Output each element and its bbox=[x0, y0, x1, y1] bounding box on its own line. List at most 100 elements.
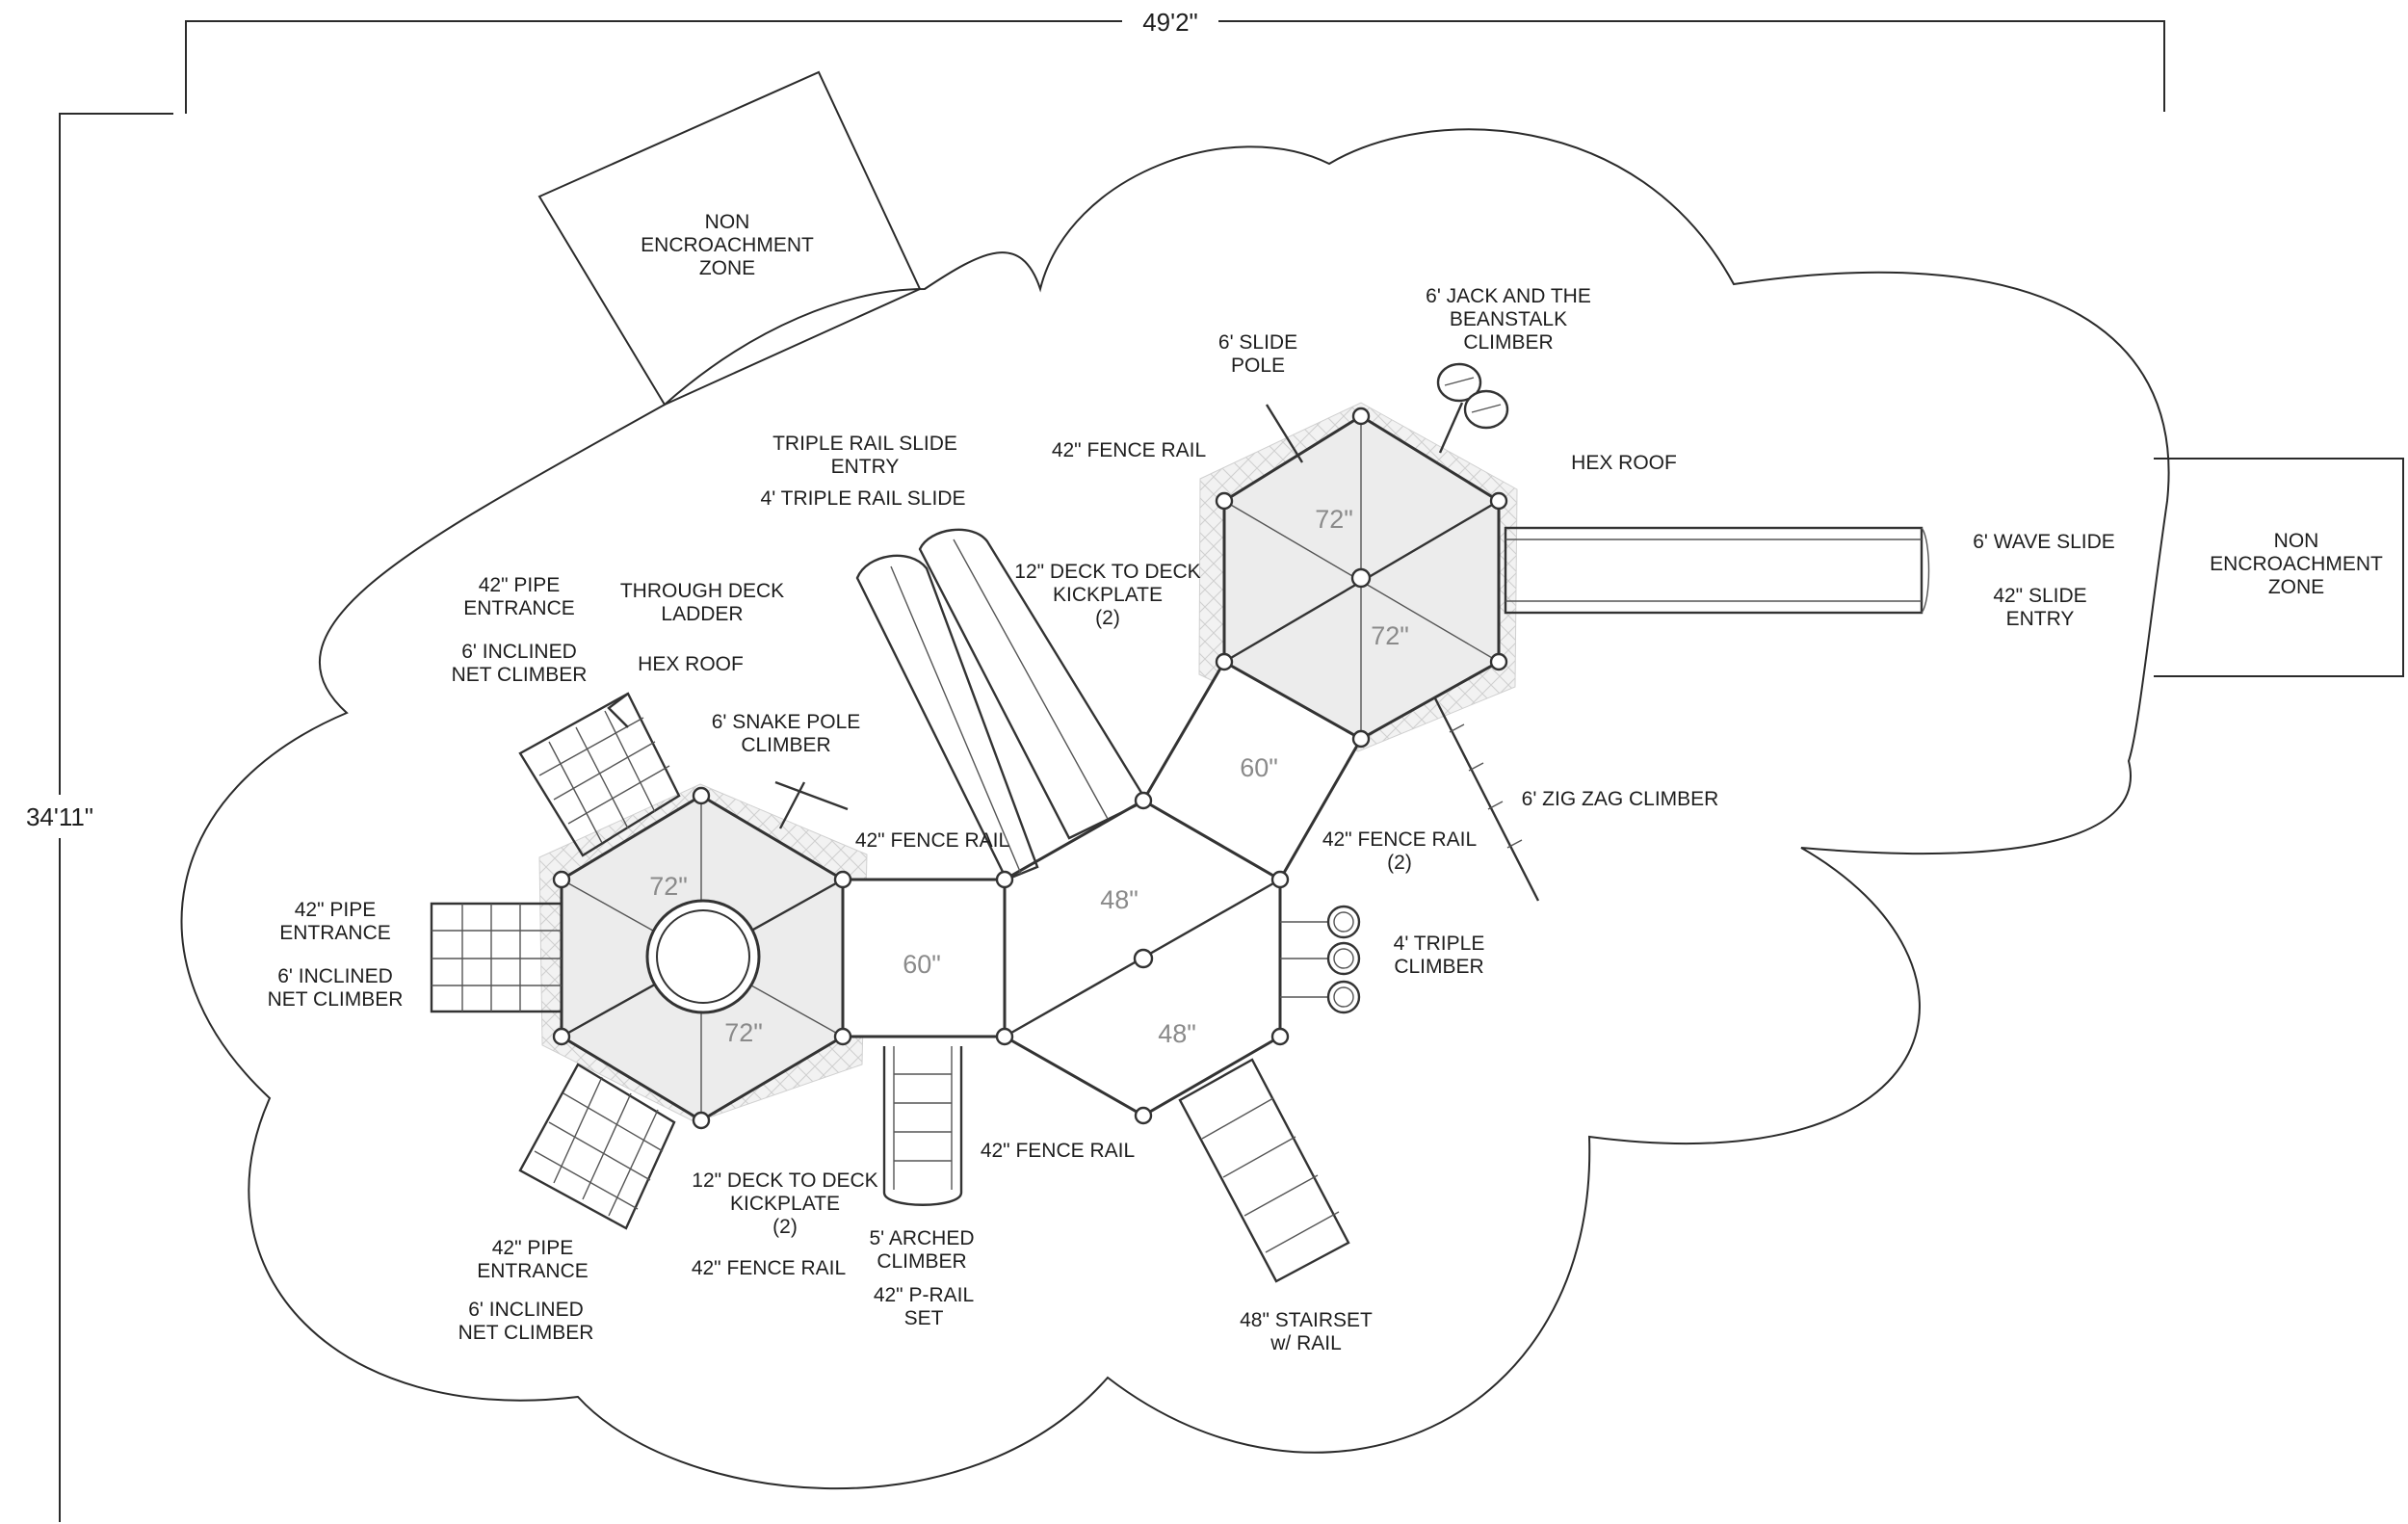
arched-climber-line-1: 5' ARCHED bbox=[869, 1227, 974, 1249]
deck-height-left-lower: 72" bbox=[724, 1018, 763, 1047]
deck-height-left-upper: 72" bbox=[649, 872, 688, 901]
slide-pole bbox=[1265, 404, 1304, 463]
label-beanstalk-climber: 6' JACK AND THE BEANSTALK CLIMBER bbox=[1426, 285, 1591, 354]
p-rail-set-line-1: 42" P-RAIL bbox=[874, 1284, 974, 1306]
pipe-entrance-2-line-2: ENTRANCE bbox=[279, 922, 391, 944]
beanstalk-climber-line-1: 6' JACK AND THE bbox=[1426, 285, 1591, 307]
label-kickplate-bottom: 12" DECK TO DECK KICKPLATE (2) bbox=[692, 1169, 877, 1238]
net-climber-1-line-2: NET CLIMBER bbox=[452, 664, 588, 686]
net-climber-upper-left bbox=[518, 692, 681, 857]
kickplate-bottom-line-2: KICKPLATE bbox=[730, 1193, 840, 1215]
slide-pole-line-1: 6' SLIDE bbox=[1218, 331, 1297, 354]
beanstalk-climber-line-2: BEANSTALK bbox=[1450, 308, 1567, 330]
label-kickplate-top: 12" DECK TO DECK KICKPLATE (2) bbox=[1014, 561, 1200, 629]
label-fence-rail-top: 42" FENCE RAIL bbox=[1052, 439, 1206, 461]
net-climber-3-line-1: 6' INCLINED bbox=[468, 1299, 584, 1321]
stairset-line-1: 48" STAIRSET bbox=[1240, 1309, 1373, 1331]
label-fence-rail-bottom: 42" FENCE RAIL bbox=[981, 1140, 1135, 1162]
fence-rail-mid-right-line-2: (2) bbox=[1387, 852, 1412, 874]
nez-right-line-3: ZONE bbox=[2268, 576, 2324, 598]
triple-rail-slide bbox=[855, 528, 1148, 881]
kickplate-top-line-1: 12" DECK TO DECK bbox=[1014, 561, 1200, 583]
nez-top-line-2: ENCROACHMENT bbox=[641, 234, 814, 256]
deck-height-right-lower: 72" bbox=[1371, 621, 1409, 650]
depth-dimension-label: 34'11" bbox=[26, 802, 93, 831]
deck-height-center-lower: 48" bbox=[1158, 1019, 1196, 1048]
left-hex-deck: 72" 72" bbox=[560, 794, 845, 1122]
through-deck-ladder-hole bbox=[645, 899, 761, 1014]
deck-height-right-upper: 72" bbox=[1315, 505, 1353, 534]
p-rail-set-line-2: SET bbox=[904, 1307, 944, 1329]
nez-right-line-2: ENCROACHMENT bbox=[2210, 553, 2383, 575]
label-slide-pole: 6' SLIDE POLE bbox=[1218, 331, 1297, 377]
connector-deck-left: 60" bbox=[841, 878, 1007, 1038]
pipe-entrance-2-line-1: 42" PIPE bbox=[295, 899, 377, 921]
use-zone-outline bbox=[180, 128, 2170, 1490]
pipe-entrance-3-line-1: 42" PIPE bbox=[492, 1237, 574, 1259]
pipe-entrance-1-line-1: 42" PIPE bbox=[479, 574, 561, 596]
label-fence-rail-mid-right: 42" FENCE RAIL (2) bbox=[1322, 828, 1477, 874]
snake-pole-climber-line-1: 6' SNAKE POLE bbox=[712, 711, 861, 733]
triple-rail-slide-entry-line-2: ENTRY bbox=[831, 456, 900, 478]
through-deck-ladder-line-2: LADDER bbox=[661, 603, 743, 625]
beanstalk-climber bbox=[1436, 362, 1509, 454]
triple-climber-line-2: CLIMBER bbox=[1394, 956, 1483, 978]
label-pipe-entrance-2: 42" PIPE ENTRANCE bbox=[279, 899, 391, 944]
non-encroachment-zone-top: NON ENCROACHMENT ZONE bbox=[537, 70, 922, 407]
slide-entry-line-2: ENTRY bbox=[2006, 608, 2075, 630]
kickplate-bottom-line-1: 12" DECK TO DECK bbox=[692, 1169, 877, 1192]
arched-climber bbox=[882, 1046, 963, 1206]
net-climber-lower-left bbox=[518, 1063, 676, 1230]
nez-top-line-3: ZONE bbox=[699, 257, 755, 279]
nez-right-line-1: NON bbox=[2274, 530, 2319, 552]
net-climber-2-line-2: NET CLIMBER bbox=[268, 988, 404, 1011]
width-dimension-label: 49'2" bbox=[1142, 8, 1198, 37]
arched-climber-line-2: CLIMBER bbox=[877, 1250, 966, 1273]
label-stairset: 48" STAIRSET w/ RAIL bbox=[1240, 1309, 1373, 1354]
net-climber-2-line-1: 6' INCLINED bbox=[277, 965, 393, 987]
deck-posts bbox=[552, 407, 1508, 1130]
label-triple-rail-slide-entry: TRIPLE RAIL SLIDE ENTRY bbox=[772, 433, 957, 478]
fence-rail-mid-right-line-1: 42" FENCE RAIL bbox=[1322, 828, 1477, 851]
width-dimension: 49'2" bbox=[185, 8, 2165, 114]
label-hex-roof-left: HEX ROOF bbox=[638, 653, 744, 675]
net-climber-left bbox=[430, 902, 563, 1013]
triple-climber-line-1: 4' TRIPLE bbox=[1394, 933, 1485, 955]
depth-dimension: 34'11" bbox=[26, 113, 173, 1522]
deck-height-connector-left: 60" bbox=[903, 950, 941, 979]
label-net-climber-1: 6' INCLINED NET CLIMBER bbox=[452, 641, 588, 686]
label-snake-pole-climber: 6' SNAKE POLE CLIMBER bbox=[712, 711, 861, 756]
non-encroachment-zone-right: NON ENCROACHMENT ZONE bbox=[2154, 458, 2404, 677]
label-net-climber-2: 6' INCLINED NET CLIMBER bbox=[268, 965, 404, 1011]
label-p-rail-set: 42" P-RAIL SET bbox=[874, 1284, 974, 1329]
label-wave-slide: 6' WAVE SLIDE bbox=[1973, 531, 2115, 553]
label-net-climber-3: 6' INCLINED NET CLIMBER bbox=[458, 1299, 594, 1344]
kickplate-top-line-2: KICKPLATE bbox=[1053, 584, 1163, 606]
zig-zag-climber bbox=[1433, 697, 1540, 902]
label-triple-climber: 4' TRIPLE CLIMBER bbox=[1394, 933, 1485, 978]
label-slide-entry: 42" SLIDE ENTRY bbox=[1993, 585, 2086, 630]
label-arched-climber: 5' ARCHED CLIMBER bbox=[869, 1227, 974, 1273]
label-fence-rail-lower-left: 42" FENCE RAIL bbox=[692, 1257, 846, 1279]
label-fence-rail-mid-left: 42" FENCE RAIL bbox=[855, 829, 1009, 852]
net-climber-3-line-2: NET CLIMBER bbox=[458, 1322, 594, 1344]
stairset-line-2: w/ RAIL bbox=[1269, 1332, 1342, 1354]
deck-height-center-upper: 48" bbox=[1100, 885, 1139, 914]
kickplate-bottom-line-3: (2) bbox=[772, 1216, 798, 1238]
triple-climber bbox=[1280, 905, 1361, 1014]
deck-height-connector-right: 60" bbox=[1240, 753, 1278, 782]
label-zig-zag-climber: 6' ZIG ZAG CLIMBER bbox=[1522, 788, 1719, 810]
label-triple-rail-slide: 4' TRIPLE RAIL SLIDE bbox=[761, 487, 966, 510]
slide-entry-line-1: 42" SLIDE bbox=[1993, 585, 2086, 607]
label-pipe-entrance-3: 42" PIPE ENTRANCE bbox=[477, 1237, 589, 1282]
nez-top-line-1: NON bbox=[705, 211, 750, 233]
wave-slide bbox=[1504, 526, 1930, 615]
beanstalk-climber-line-3: CLIMBER bbox=[1463, 331, 1553, 354]
net-climber-1-line-1: 6' INCLINED bbox=[461, 641, 577, 663]
stairset bbox=[1178, 1058, 1350, 1283]
label-hex-roof-right: HEX ROOF bbox=[1571, 452, 1677, 474]
pipe-entrance-3-line-2: ENTRANCE bbox=[477, 1260, 589, 1282]
through-deck-ladder-line-1: THROUGH DECK bbox=[620, 580, 784, 602]
label-through-deck-ladder: THROUGH DECK LADDER bbox=[620, 580, 784, 625]
